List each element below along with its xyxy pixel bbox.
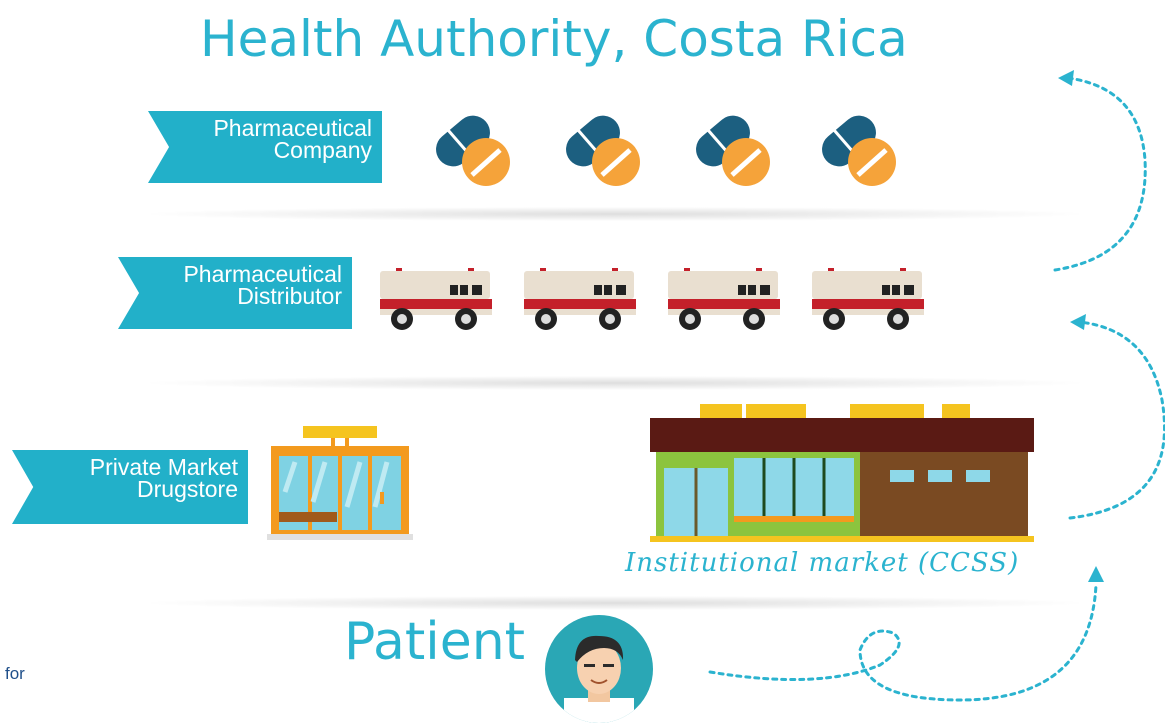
truck-icon	[380, 268, 492, 330]
truck-icon	[668, 268, 780, 330]
pill-icon	[436, 115, 510, 186]
ribbon-pharmaceutical-distributor: Pharmaceutical Distributor	[118, 257, 352, 329]
ribbon-drugstore-line1: Private Market	[89, 454, 238, 480]
drugstore-icon	[267, 426, 413, 540]
institutional-market-label: Institutional market (CCSS)	[625, 548, 1020, 578]
pill-icon	[566, 115, 640, 186]
arrowhead-top	[1058, 70, 1074, 86]
diagram-title: Health Authority, Costa Rica	[200, 10, 908, 68]
patient-label: Patient	[344, 612, 526, 672]
truck-icon	[524, 268, 636, 330]
separator-3	[150, 596, 1080, 610]
arrow-path-middle	[1068, 320, 1165, 520]
arrow-path-bottom	[708, 583, 1098, 702]
ribbon-distributor-line2: Distributor	[237, 283, 342, 309]
ribbon-company-line2: Company	[273, 137, 372, 163]
truck-icon	[812, 268, 924, 330]
ribbon-distributor-line1: Pharmaceutical	[183, 261, 342, 287]
ribbon-company-line1: Pharmaceutical	[213, 115, 372, 141]
pill-icon	[822, 115, 896, 186]
hospital-building-icon	[650, 404, 1034, 542]
patient-avatar-icon	[545, 615, 653, 723]
pill-icon	[696, 115, 770, 186]
ribbon-drugstore-line2: Drugstore	[137, 476, 238, 502]
arrowhead-bottom	[1088, 566, 1104, 582]
arrow-path-top	[1053, 76, 1147, 272]
separator-2	[150, 376, 1080, 390]
stray-text: for	[5, 664, 25, 683]
ribbon-private-market-drugstore: Private Market Drugstore	[12, 450, 248, 524]
ribbon-pharmaceutical-company: Pharmaceutical Company	[148, 111, 382, 183]
separator-1	[150, 207, 1080, 221]
arrowhead-middle	[1070, 314, 1086, 330]
